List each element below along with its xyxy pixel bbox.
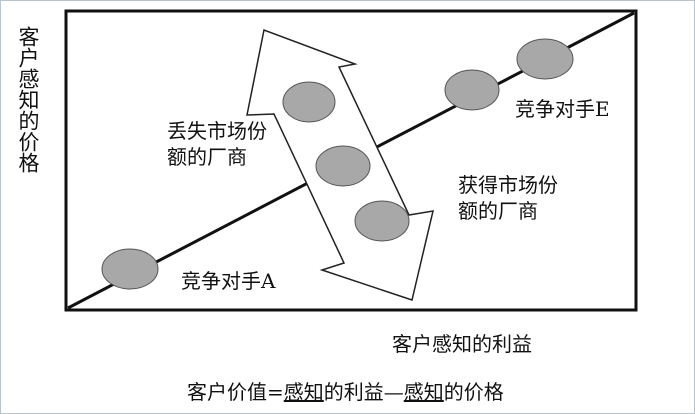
formula-mid: 的利益— <box>323 380 404 404</box>
competitor-e-label: 竞争对手E <box>515 97 610 121</box>
competitor-a-label: 竞争对手A <box>181 269 276 293</box>
y-axis-label: 客户感知的价格 <box>16 26 40 173</box>
plot-box <box>64 9 638 312</box>
formula-suffix: 的价格 <box>443 380 504 404</box>
gain-share-circle <box>354 200 410 242</box>
x-axis-label: 客户感知的利益 <box>392 332 532 356</box>
gain-share-line-2: 额的厂商 <box>458 199 538 223</box>
lose-share-label: 丢失市场份 额的厂商 <box>167 118 267 170</box>
gain-share-line-1: 获得市场份 <box>458 173 558 197</box>
formula-term-1: 感知 <box>283 380 324 404</box>
lose-share-circle <box>282 81 336 123</box>
customer-value-formula: 客户价值=感知的利益—感知的价格 <box>187 376 504 405</box>
competitor-e-circle <box>516 38 574 80</box>
formula-prefix: 客户价值= <box>187 380 284 404</box>
middle-circle <box>315 145 371 187</box>
lose-share-line-1: 丢失市场份 <box>167 119 267 143</box>
formula-term-2: 感知 <box>403 380 444 404</box>
gain-share-label: 获得市场份 额的厂商 <box>458 172 558 224</box>
lose-share-line-2: 额的厂商 <box>167 145 247 169</box>
competitor-d-circle <box>444 69 500 111</box>
competitor-a-circle <box>101 248 159 290</box>
